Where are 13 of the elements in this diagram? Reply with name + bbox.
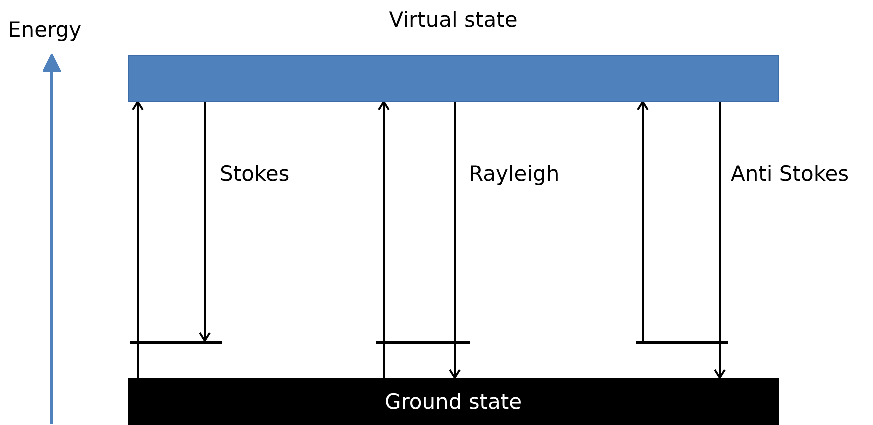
level-label: Virtual state: [389, 8, 518, 34]
arrow: [637, 101, 649, 341]
arrow: [378, 101, 390, 378]
arrow: [199, 102, 211, 342]
vibrational-level-line: [130, 341, 222, 344]
arrow: [449, 102, 461, 379]
level-label: Ground state: [384, 390, 522, 416]
vibrational-level-line: [636, 341, 728, 344]
arrow: [714, 102, 726, 379]
vibrational-level-line: [376, 341, 470, 344]
axis-label: Energy: [8, 18, 82, 44]
arrow: [132, 101, 144, 378]
energy-level-bar: [128, 378, 779, 425]
